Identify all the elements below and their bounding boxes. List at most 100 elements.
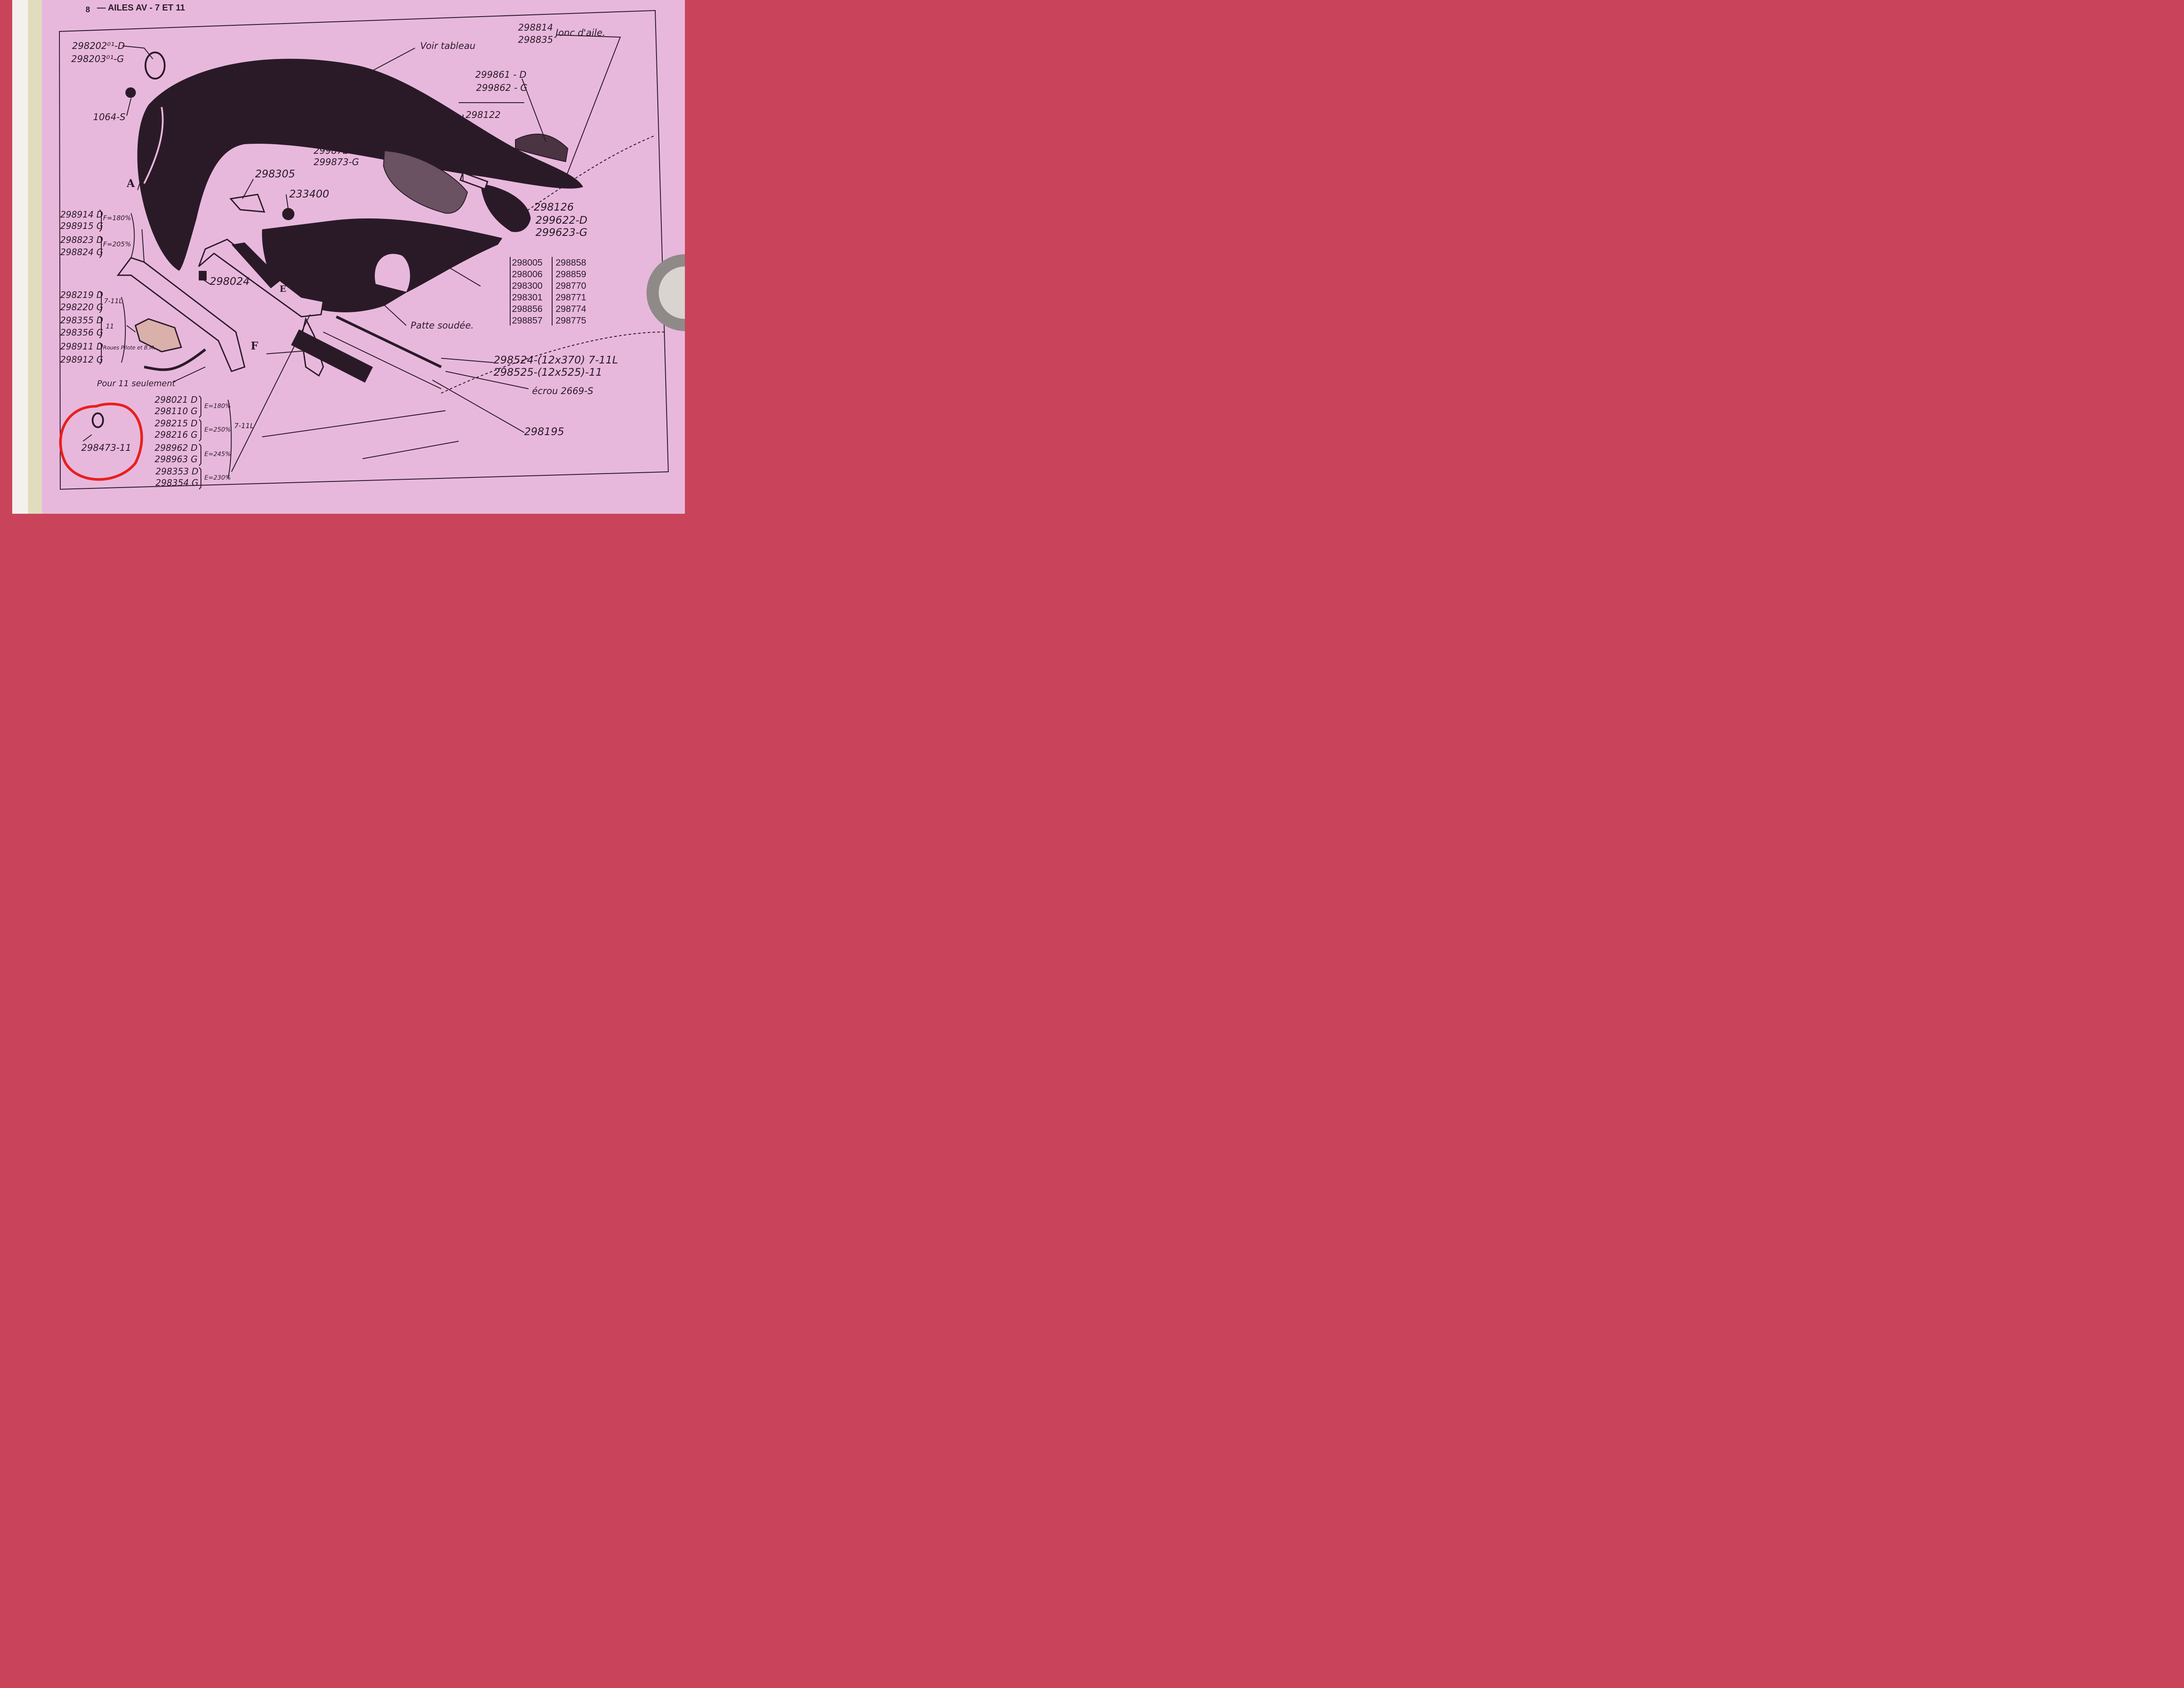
bottom-g3-note: E=245% bbox=[204, 451, 231, 458]
parts-table-cell: 298857 bbox=[512, 316, 543, 326]
label-299861: 299861 - D bbox=[475, 69, 526, 80]
label-298203: 298203⁰¹-G bbox=[71, 54, 124, 64]
label-pour-11: Pour 11 seulement bbox=[97, 379, 176, 388]
label-298202: 298202⁰¹-D bbox=[72, 41, 125, 51]
bottom-g2-part-2: 298216 G bbox=[155, 429, 197, 440]
bottom-g2-note: E=250% bbox=[204, 426, 231, 433]
letter-f: F bbox=[251, 339, 258, 352]
rubber-pad bbox=[135, 318, 182, 353]
left-g1-part-2: 298915 G bbox=[60, 221, 103, 231]
strap-298122 bbox=[459, 172, 489, 190]
bottom-g1-note: E=180% bbox=[204, 403, 231, 410]
parts-table-lines bbox=[510, 257, 553, 325]
bottom-g4-part-1: 298353 D bbox=[156, 466, 198, 477]
grommet-1064 bbox=[125, 87, 136, 98]
label-299862: 299862 - G bbox=[476, 83, 527, 93]
left-g3-note: 7-11L bbox=[104, 297, 122, 305]
support-arm-left bbox=[117, 257, 245, 372]
front-fender bbox=[137, 59, 583, 271]
parts-table-cell: 298005 bbox=[512, 258, 543, 268]
parts-table-cell: 298771 bbox=[556, 293, 586, 303]
label-ecrou: écrou 2669-S bbox=[532, 386, 593, 396]
left-g2-part-1: 298823 D bbox=[60, 235, 103, 245]
left-g1-note: F=180% bbox=[103, 214, 131, 222]
left-part-groups: 298914 D 298915 G F=180% 298823 D 298824… bbox=[60, 209, 156, 365]
chassis-rails bbox=[262, 332, 459, 459]
parts-table-cell: 298006 bbox=[512, 270, 543, 280]
label-298024: 298024 bbox=[210, 275, 250, 287]
letter-e: E bbox=[280, 284, 286, 294]
bracket-298305 bbox=[229, 194, 266, 213]
rod-298195 bbox=[291, 329, 373, 383]
label-298473: 298473-11 bbox=[81, 443, 131, 453]
parts-table-cell: 298774 bbox=[556, 304, 586, 314]
label-298525: 298525-(12x525)-11 bbox=[494, 366, 602, 378]
diagram-frame bbox=[59, 10, 669, 490]
washer-298473 bbox=[92, 412, 104, 428]
mud-guard-right bbox=[480, 183, 531, 232]
left-g3-part-2: 298220 G bbox=[60, 302, 103, 312]
page-edges bbox=[12, 0, 30, 514]
parts-diagram: 8 — AILES AV - 7 ET 11 bbox=[0, 0, 723, 514]
label-233400: 233400 bbox=[289, 188, 329, 200]
threaded-rod bbox=[335, 315, 442, 368]
left-g2-note: F=205% bbox=[103, 240, 131, 248]
bottom-g3-part-1: 298962 D bbox=[155, 443, 197, 453]
dimension-letters: A B I E F bbox=[126, 141, 286, 352]
bottom-part-groups: 298021 D 298110 G E=180% 298215 D 298216… bbox=[155, 394, 254, 488]
left-g1-part-1: 298914 D bbox=[60, 209, 103, 220]
letter-a: A bbox=[126, 177, 135, 190]
label-298835: 298835 bbox=[518, 35, 553, 45]
bottom-g1-part-2: 298110 G bbox=[155, 406, 197, 416]
arm-slot bbox=[232, 242, 282, 288]
label-group: 298202⁰¹-D 298203⁰¹-G 1064-S Voir tablea… bbox=[71, 22, 618, 453]
bottom-g1-part-1: 298021 D bbox=[155, 394, 197, 405]
apron-cutout bbox=[375, 254, 410, 292]
parts-table-cell: 298856 bbox=[512, 304, 543, 314]
lamp-mount bbox=[145, 52, 166, 80]
label-299623: 299623-G bbox=[536, 226, 587, 239]
parts-table-cell: 298858 bbox=[556, 258, 586, 268]
mud-guard-left bbox=[383, 150, 468, 214]
label-voir-tableau: Voir tableau bbox=[420, 41, 476, 51]
body-outline-top bbox=[515, 135, 656, 219]
label-298195: 298195 bbox=[524, 425, 564, 438]
left-g4-part-1: 298355 D bbox=[60, 315, 103, 325]
photo-page: 8 — AILES AV - 7 ET 11 bbox=[0, 0, 723, 514]
bottom-range-label: 7-11L bbox=[234, 422, 254, 430]
label-298305: 298305 bbox=[255, 168, 295, 180]
bottom-g2-part-1: 298215 D bbox=[155, 418, 197, 429]
left-g4-part-2: 298356 G bbox=[60, 327, 103, 338]
left-g3-part-1: 298219 D bbox=[60, 290, 103, 300]
left-g5-note: Roues Pilote et B.M. bbox=[103, 345, 156, 351]
parts-table-cell: 298301 bbox=[512, 293, 543, 303]
label-patte-soudee: Patte soudée. bbox=[411, 320, 474, 331]
label-jonc-aile: Jonc d'aile. bbox=[554, 28, 605, 38]
left-braces bbox=[99, 209, 135, 365]
nut-233400 bbox=[282, 208, 294, 220]
label-299622: 299622-D bbox=[536, 214, 587, 226]
parts-table-cell: 298859 bbox=[556, 270, 586, 280]
page-title: — AILES AV - 7 ET 11 bbox=[97, 3, 185, 13]
label-298814: 298814 bbox=[518, 22, 553, 33]
parts-table-cell: 298300 bbox=[512, 281, 543, 291]
welt-strip bbox=[144, 348, 206, 371]
label-298524: 298524-(12x370) 7-11L bbox=[494, 354, 618, 366]
left-g2-part-2: 298824 G bbox=[60, 247, 103, 257]
parts-table-cell: 298770 bbox=[556, 281, 586, 291]
left-g4-note: 11 bbox=[106, 322, 114, 330]
parts-table-cell: 298775 bbox=[556, 316, 586, 326]
label-1064: 1064-S bbox=[93, 112, 125, 122]
leader-lines bbox=[83, 35, 621, 472]
left-g5-part-1: 298911 D bbox=[60, 341, 103, 352]
bottom-g4-note: E=230% bbox=[204, 474, 231, 481]
label-299873: 299873-G bbox=[314, 157, 359, 167]
jonc-bracket bbox=[515, 133, 569, 163]
bottom-g4-part-2: 298354 G bbox=[156, 477, 198, 488]
clip-298024 bbox=[199, 271, 207, 280]
page-number: 8 bbox=[86, 5, 90, 14]
label-298122: 298122 bbox=[466, 110, 501, 120]
letter-i: I bbox=[177, 146, 182, 159]
red-highlight-circle bbox=[59, 402, 143, 481]
letter-b: B bbox=[197, 141, 205, 154]
